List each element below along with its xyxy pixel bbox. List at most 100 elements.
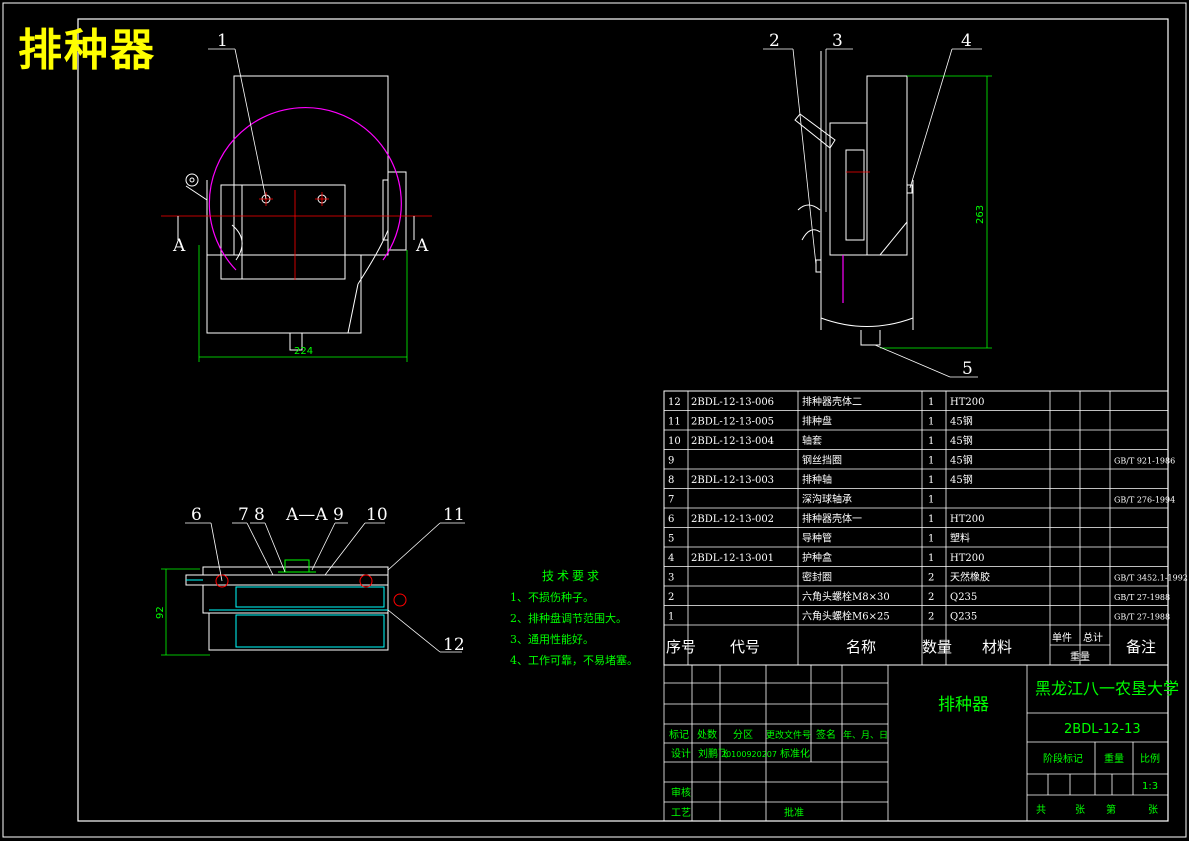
bom-cell-name: 六角头螺栓M6×25 [802, 610, 890, 623]
section-mark-left: A [172, 236, 186, 256]
bom-cell-qty: 2 [928, 612, 934, 623]
front-view-centerlines [161, 190, 432, 280]
bom-cell-seq: 4 [668, 553, 674, 564]
section-mark-right: A [415, 236, 429, 256]
bom-cell-seq: 3 [668, 573, 674, 584]
bom-header-code: 代号 [730, 638, 760, 656]
section-view-seed-holes [215, 574, 407, 607]
tb-label-weight: 重量 [1104, 752, 1124, 765]
balloon-7: 7 [238, 505, 249, 525]
bom-cell-material: 天然橡胶 [950, 571, 990, 584]
bom-cell-name: 钢丝挡圈 [802, 454, 842, 467]
bom-cell-qty: 1 [928, 417, 934, 428]
bom-cell-seq: 8 [668, 475, 674, 486]
balloon-6: 6 [191, 505, 202, 525]
tb-designer: 刘鹏飞 [698, 747, 728, 760]
tb-label-process: 工艺 [671, 807, 691, 819]
tech-requirement-2: 2、排种盘调节范围大。 [510, 612, 627, 625]
front-view [185, 75, 407, 351]
bom-cell-name: 排种器壳体一 [802, 512, 862, 525]
tb-label-mark: 标记 [669, 729, 689, 741]
bom-cell-qty: 2 [928, 573, 934, 584]
bom-cell-code: 2BDL-12-13-004 [691, 436, 774, 447]
tb-drawing-name: 排种器 [938, 695, 989, 715]
bom-cell-qty: 2 [928, 592, 934, 603]
bom-header-note: 备注 [1126, 638, 1156, 656]
bom-cell-qty: 1 [928, 495, 934, 506]
bom-cell-code: 2BDL-12-13-001 [691, 553, 774, 564]
tech-requirement-3: 3、通用性能好。 [510, 633, 594, 646]
tb-label-standardize: 标准化 [780, 747, 810, 760]
bom-cell-name: 深沟球轴承 [802, 493, 852, 506]
bom-cell-seq: 10 [668, 436, 681, 447]
bom-cell-code: 2BDL-12-13-002 [691, 514, 774, 525]
balloon-11: 11 [443, 505, 465, 525]
bom-cell-qty: 1 [928, 514, 934, 525]
balloon-4: 4 [961, 31, 972, 51]
tb-label-sign: 签名 [816, 728, 836, 741]
bom-header-material: 材料 [982, 638, 1012, 656]
bom-cell-qty: 1 [928, 475, 934, 486]
bom-cell-qty: 1 [928, 553, 934, 564]
section-view-hidden-lines [186, 579, 388, 648]
tb-label-zone: 分区 [733, 729, 753, 741]
bom-cell-qty: 1 [928, 456, 934, 467]
bom-cell-name: 轴套 [802, 434, 822, 447]
side-height-dimension [880, 75, 992, 349]
bom-cell-name: 护种盒 [802, 551, 832, 564]
tb-label-approve: 批准 [784, 806, 804, 819]
tb-label-sheet-no: 第 [1106, 803, 1116, 816]
bom-cell-note: GB/T 3452.1-1992 [1114, 574, 1188, 583]
section-cut-markers [177, 216, 415, 240]
bom-table-grid [663, 390, 1169, 666]
bom-cell-qty: 1 [928, 436, 934, 447]
leader-lines [185, 48, 982, 653]
title-block-grid [663, 664, 1169, 822]
bom-cell-code: 2BDL-12-13-005 [691, 417, 774, 428]
bom-cell-name: 密封圈 [802, 571, 832, 584]
bom-cell-name: 排种盘 [802, 415, 832, 428]
tb-label-scale: 比例 [1140, 752, 1160, 765]
tb-label-stage: 阶段标记 [1043, 752, 1083, 765]
side-view [794, 51, 914, 346]
bom-cell-material: 45钢 [950, 434, 973, 447]
tb-label-date: 年、月、日 [843, 729, 888, 741]
drawing-title: 排种器 [18, 25, 156, 76]
balloon-12: 12 [443, 635, 465, 655]
tb-label-sheets-b: 张 [1148, 804, 1158, 816]
tb-scale: 1:3 [1142, 781, 1158, 792]
tb-label-review: 审核 [671, 786, 691, 799]
balloon-10: 10 [366, 505, 388, 525]
balloon-3: 3 [832, 31, 843, 51]
bom-header-unit: 单件 [1052, 632, 1072, 644]
bom-cell-seq: 11 [668, 417, 681, 428]
bom-cell-qty: 1 [928, 534, 934, 545]
bom-header-seq: 序号 [666, 638, 696, 656]
bom-cell-seq: 6 [668, 514, 674, 525]
tech-requirement-4: 4、工作可靠，不易堵塞。 [510, 654, 638, 667]
inner-frame [77, 18, 1169, 822]
bom-cell-code: 2BDL-12-13-006 [691, 397, 774, 408]
dimension-92: 92 [155, 606, 166, 619]
bom-cell-code: 2BDL-12-13-003 [691, 475, 774, 486]
bom-cell-material: HT200 [950, 553, 984, 564]
bom-cell-name: 排种器壳体二 [802, 395, 862, 408]
bom-cell-note: GB/T 276-1994 [1114, 496, 1175, 505]
bom-cell-note: GB/T 921-1986 [1114, 457, 1175, 466]
bom-cell-seq: 1 [668, 612, 674, 623]
tb-label-design: 设计 [671, 747, 691, 760]
balloon-9: 9 [333, 505, 344, 525]
section-view-bearing [278, 559, 316, 573]
bom-cell-material: 45钢 [950, 415, 973, 428]
balloon-8: 8 [254, 505, 265, 525]
tb-drawing-no: 2BDL-12-13 [1064, 722, 1141, 737]
tb-label-change-doc: 更改文件号 [766, 729, 811, 741]
tb-design-date: 20100920207 [721, 750, 777, 759]
tb-label-sheets-a: 张 [1075, 804, 1085, 816]
bom-cell-name: 排种轴 [802, 473, 832, 486]
bom-cell-material: Q235 [950, 612, 977, 623]
bom-cell-name: 六角头螺栓M8×30 [802, 590, 890, 603]
bom-cell-material: HT200 [950, 514, 984, 525]
